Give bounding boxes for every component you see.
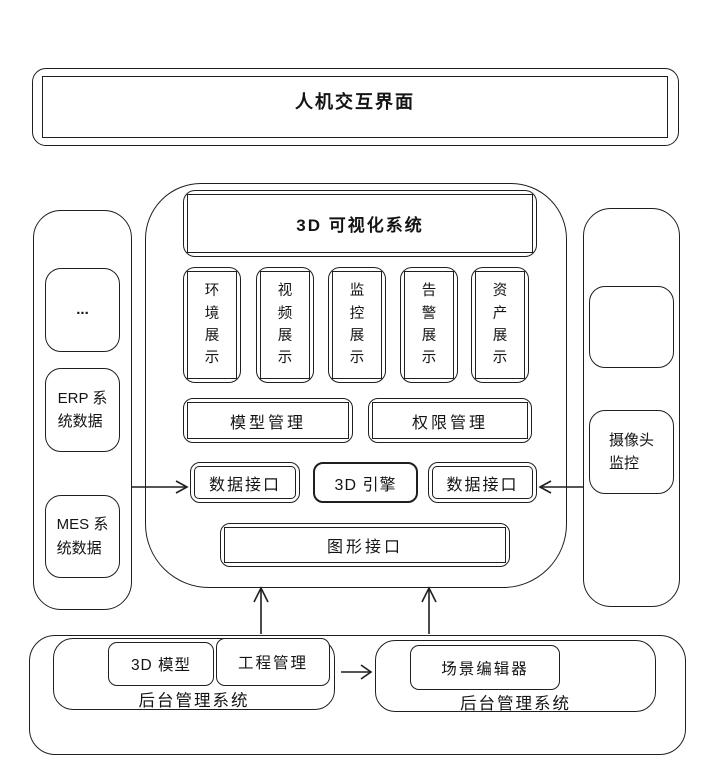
backend-right-system-label: 后台管理系统 bbox=[460, 695, 571, 713]
graphics-interface-label: 图形接口 bbox=[326, 539, 403, 556]
data-source-ellipsis-box: ... bbox=[45, 268, 120, 352]
data-interface-left-label: 数据接口 bbox=[208, 476, 281, 494]
display-module-monitoring: 监 控 展 示 bbox=[328, 267, 386, 383]
hmi-title: 人机交互界面 bbox=[295, 92, 415, 112]
display-module-video-label: 视 频 展 示 bbox=[277, 283, 293, 367]
model-3d-label: 3D 模型 bbox=[130, 657, 192, 674]
scene-editor-box: 场景编辑器 bbox=[410, 645, 560, 690]
camera-panel bbox=[583, 208, 680, 607]
data-interface-right-label: 数据接口 bbox=[446, 476, 519, 494]
permission-management-box: 权限管理 bbox=[368, 398, 532, 443]
engine-3d-label: 3D 引擎 bbox=[334, 476, 397, 494]
hmi-panel-inner: 人机交互界面 bbox=[42, 76, 668, 138]
engine-3d-box: 3D 引擎 bbox=[313, 462, 418, 503]
mes-data-box: MES 系 统数据 bbox=[45, 495, 120, 578]
backend-left-system-label: 后台管理系统 bbox=[138, 692, 250, 710]
hmi-panel: 人机交互界面 bbox=[32, 68, 679, 146]
graphics-interface-box: 图形接口 bbox=[220, 523, 510, 567]
engineering-management-label: 工程管理 bbox=[237, 655, 308, 672]
data-source-ellipsis: ... bbox=[76, 301, 89, 319]
camera-placeholder-box bbox=[589, 286, 674, 368]
display-module-asset-label: 资 产 展 示 bbox=[492, 283, 508, 367]
permission-management-label: 权限管理 bbox=[411, 414, 488, 432]
model-3d-box: 3D 模型 bbox=[108, 642, 214, 686]
display-module-asset: 资 产 展 示 bbox=[471, 267, 529, 383]
display-module-video: 视 频 展 示 bbox=[256, 267, 314, 383]
arrow-up-left-icon bbox=[253, 586, 269, 634]
erp-data-label: ERP 系 统数据 bbox=[57, 389, 108, 430]
engineering-management-box: 工程管理 bbox=[216, 638, 330, 686]
scene-editor-label: 场景编辑器 bbox=[441, 660, 529, 678]
display-module-environment-label: 环 境 展 示 bbox=[204, 283, 220, 367]
display-module-alarm-label: 告 警 展 示 bbox=[421, 283, 437, 367]
mes-data-label: MES 系 统数据 bbox=[56, 516, 109, 557]
data-interface-right-box: 数据接口 bbox=[428, 462, 537, 503]
display-module-environment: 环 境 展 示 bbox=[183, 267, 241, 383]
camera-monitor-box: 摄像头 监控 bbox=[589, 410, 674, 494]
camera-monitor-label: 摄像头 监控 bbox=[608, 431, 654, 472]
display-module-monitoring-label: 监 控 展 示 bbox=[349, 283, 365, 367]
core-title-box: 3D 可视化系统 bbox=[183, 190, 537, 257]
core-title: 3D 可视化系统 bbox=[296, 216, 424, 235]
display-module-alarm: 告 警 展 示 bbox=[400, 267, 458, 383]
arrow-up-right-icon bbox=[421, 586, 437, 634]
model-management-box: 模型管理 bbox=[183, 398, 353, 443]
erp-data-box: ERP 系 统数据 bbox=[45, 368, 120, 452]
data-interface-left-box: 数据接口 bbox=[190, 462, 300, 503]
model-management-label: 模型管理 bbox=[229, 414, 306, 432]
